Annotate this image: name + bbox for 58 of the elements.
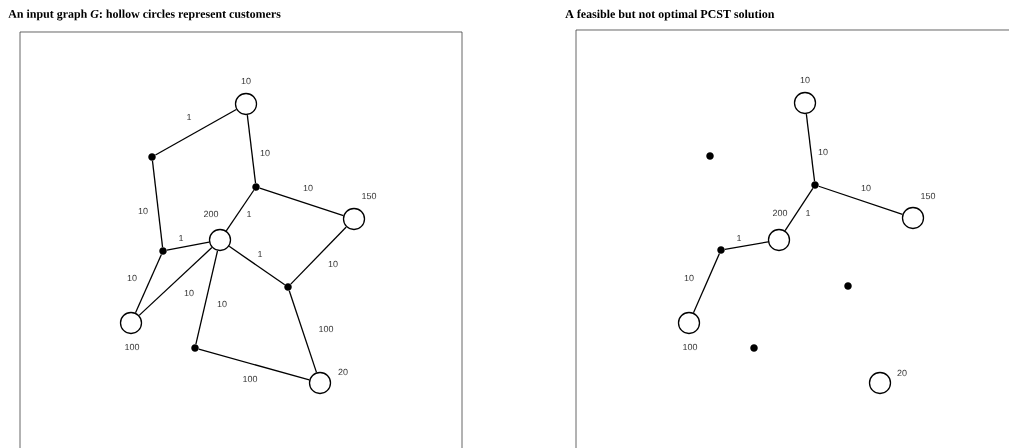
prize-label: 150 [921, 192, 936, 200]
graph-edge [225, 189, 255, 232]
graph-edge [166, 241, 210, 251]
edge-label: 1 [186, 113, 192, 121]
customer-circle [308, 371, 332, 395]
prize-label: 150 [362, 192, 377, 200]
edge-label: 10 [683, 274, 695, 282]
graph-edge [724, 241, 769, 250]
panel-heading: A feasible but not optimal PCST solution [565, 9, 775, 21]
edge-label: 1 [805, 209, 811, 217]
edge-label: 1 [736, 234, 742, 242]
graph-edge [259, 187, 345, 217]
graph-edge [228, 245, 286, 286]
graph-edge [692, 252, 721, 314]
edge-label: 10 [183, 289, 195, 297]
graph-edge [154, 108, 237, 156]
edge-label: 10 [137, 207, 149, 215]
graph-edge [134, 253, 163, 314]
prize-label: 20 [338, 368, 348, 376]
prize-label: 20 [897, 369, 907, 377]
customer-circle [119, 311, 143, 335]
edge-label: 10 [216, 300, 228, 308]
prize-label: 100 [683, 343, 698, 351]
prize-label: 10 [241, 77, 251, 85]
customer-circle [793, 91, 817, 115]
graph-edge [784, 187, 814, 232]
graph-edge [246, 114, 257, 184]
customer-circle [901, 206, 925, 230]
customer-circle [342, 207, 366, 231]
customer-circle [868, 371, 892, 395]
panel-heading: An input graph G: hollow circles represent customers [8, 9, 281, 21]
prize-label: 200 [773, 209, 788, 217]
edge-label: 10 [126, 274, 138, 282]
graph-edge [818, 185, 904, 216]
graph-edge [198, 348, 310, 381]
edge-label: 100 [318, 325, 334, 333]
edge-label: 1 [178, 234, 184, 242]
graph-edge [138, 246, 213, 317]
customer-circle [208, 228, 232, 252]
prize-label: 10 [800, 76, 810, 84]
edge-label: 10 [817, 148, 829, 156]
graph-edge [151, 160, 164, 248]
customer-circle [767, 228, 791, 252]
prize-label: 200 [204, 210, 219, 218]
graph-edge [290, 226, 347, 285]
edge-label: 100 [242, 375, 258, 383]
edge-label: 1 [246, 210, 252, 218]
graph-edge [195, 250, 219, 345]
graph-edge [288, 290, 318, 374]
edge-label: 10 [327, 260, 339, 268]
edge-label: 10 [860, 184, 872, 192]
edge-label: 10 [259, 149, 271, 157]
edge-label: 1 [257, 250, 263, 258]
customer-circle [234, 92, 258, 116]
graph-edge [805, 113, 816, 182]
edge-label: 10 [302, 184, 314, 192]
customer-circle [677, 311, 701, 335]
prize-label: 100 [125, 343, 140, 351]
